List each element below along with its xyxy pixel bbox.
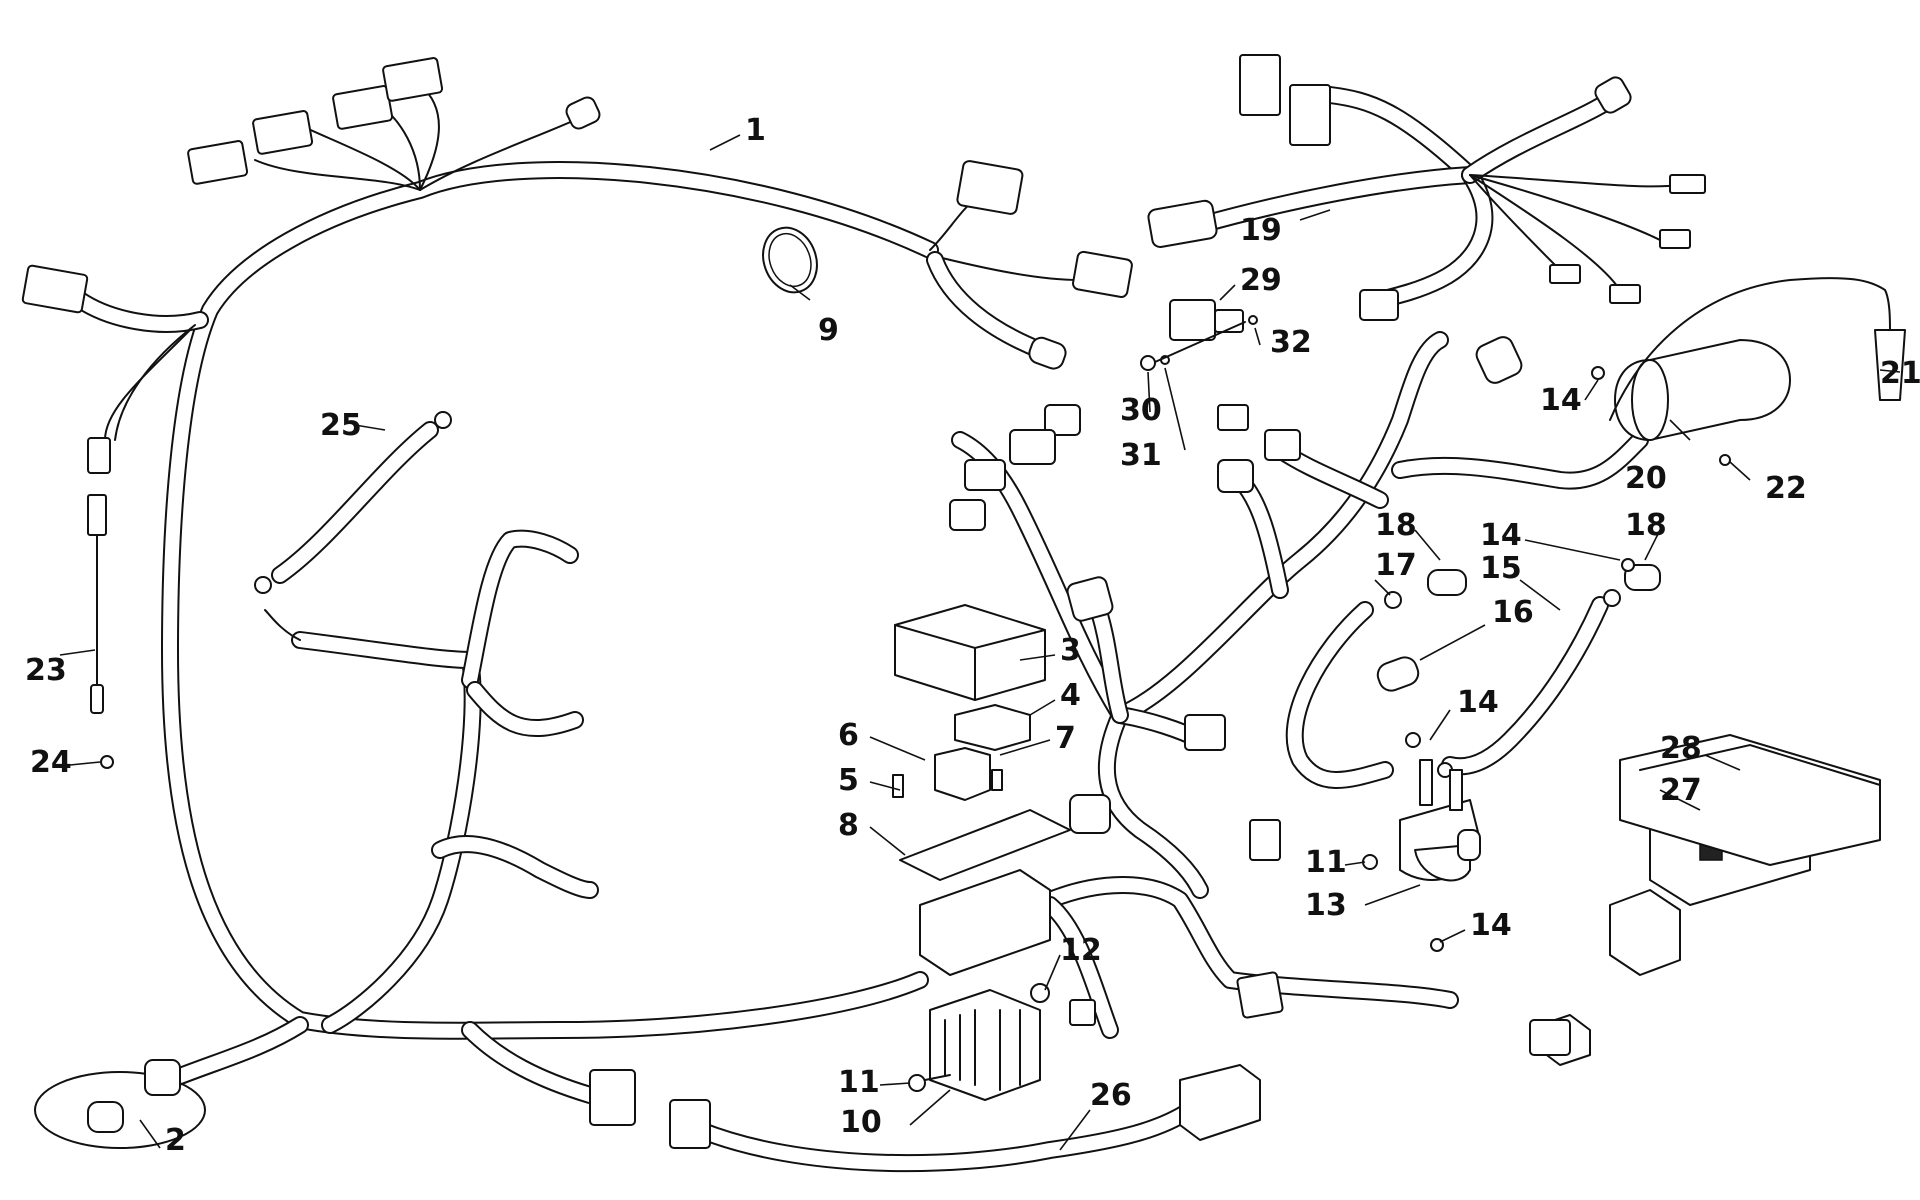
callout-3: 3 bbox=[1060, 633, 1081, 668]
callouts: 1 2 3 4 5 6 7 8 9 10 11 11 12 13 14 14 1 bbox=[25, 113, 1920, 1158]
callout-18-left: 18 bbox=[1375, 508, 1417, 543]
callout-20: 20 bbox=[1625, 461, 1667, 496]
callout-1: 1 bbox=[745, 113, 766, 148]
callout-11-lower: 11 bbox=[838, 1065, 880, 1100]
harness-19-connectors bbox=[1147, 54, 1706, 321]
lead-part-23 bbox=[90, 534, 114, 769]
callout-19: 19 bbox=[1240, 213, 1282, 248]
regulator-part-10 bbox=[908, 983, 1096, 1101]
callout-22: 22 bbox=[1765, 471, 1807, 506]
callout-24: 24 bbox=[30, 745, 72, 780]
callout-27: 27 bbox=[1660, 773, 1702, 808]
callout-23: 23 bbox=[25, 653, 67, 688]
harness-19 bbox=[1191, 86, 1681, 309]
callout-21: 21 bbox=[1880, 356, 1920, 391]
tray-part-28 bbox=[1619, 734, 1881, 866]
callout-5: 5 bbox=[838, 763, 859, 798]
callout-14-upper: 14 bbox=[1480, 518, 1522, 553]
callout-9: 9 bbox=[818, 313, 839, 348]
callout-8: 8 bbox=[838, 808, 859, 843]
connector-cluster-lower-mid bbox=[1236, 971, 1571, 1056]
cable-part-26 bbox=[669, 1064, 1261, 1173]
callout-14-motor: 14 bbox=[1540, 383, 1582, 418]
callout-16: 16 bbox=[1492, 595, 1534, 630]
callout-4: 4 bbox=[1060, 678, 1081, 713]
bracket-assembly-29 bbox=[1140, 299, 1258, 431]
callout-17: 17 bbox=[1375, 548, 1417, 583]
callout-32: 32 bbox=[1270, 325, 1312, 360]
callout-6: 6 bbox=[838, 718, 859, 753]
callout-11-right: 11 bbox=[1305, 845, 1347, 880]
callout-25: 25 bbox=[320, 408, 362, 443]
callout-14-mid: 14 bbox=[1457, 685, 1499, 720]
ground-cable-25 bbox=[254, 411, 452, 594]
main-harness bbox=[71, 84, 1459, 1104]
solenoid-assembly bbox=[1285, 558, 1661, 952]
callout-15: 15 bbox=[1480, 551, 1522, 586]
callout-31: 31 bbox=[1120, 438, 1162, 473]
callout-28: 28 bbox=[1660, 731, 1702, 766]
connector-cluster-upper-mid bbox=[956, 160, 1133, 370]
callout-29: 29 bbox=[1240, 263, 1282, 298]
callout-18-right: 18 bbox=[1625, 508, 1667, 543]
starter-motor-20 bbox=[1591, 277, 1906, 466]
callout-26: 26 bbox=[1090, 1078, 1132, 1113]
connector-cluster-mid bbox=[949, 336, 1523, 861]
connector-cluster-upper-left bbox=[21, 57, 601, 536]
callout-10: 10 bbox=[840, 1105, 882, 1140]
callout-7: 7 bbox=[1055, 721, 1076, 756]
callout-14-lower: 14 bbox=[1470, 908, 1512, 943]
callout-13: 13 bbox=[1305, 888, 1347, 923]
callout-30: 30 bbox=[1120, 393, 1162, 428]
callout-12: 12 bbox=[1060, 933, 1102, 968]
cable-part-2 bbox=[34, 1059, 636, 1149]
fuse-box-assembly bbox=[892, 604, 1071, 976]
clamp-part-9 bbox=[762, 226, 818, 294]
callout-2: 2 bbox=[165, 1123, 186, 1158]
